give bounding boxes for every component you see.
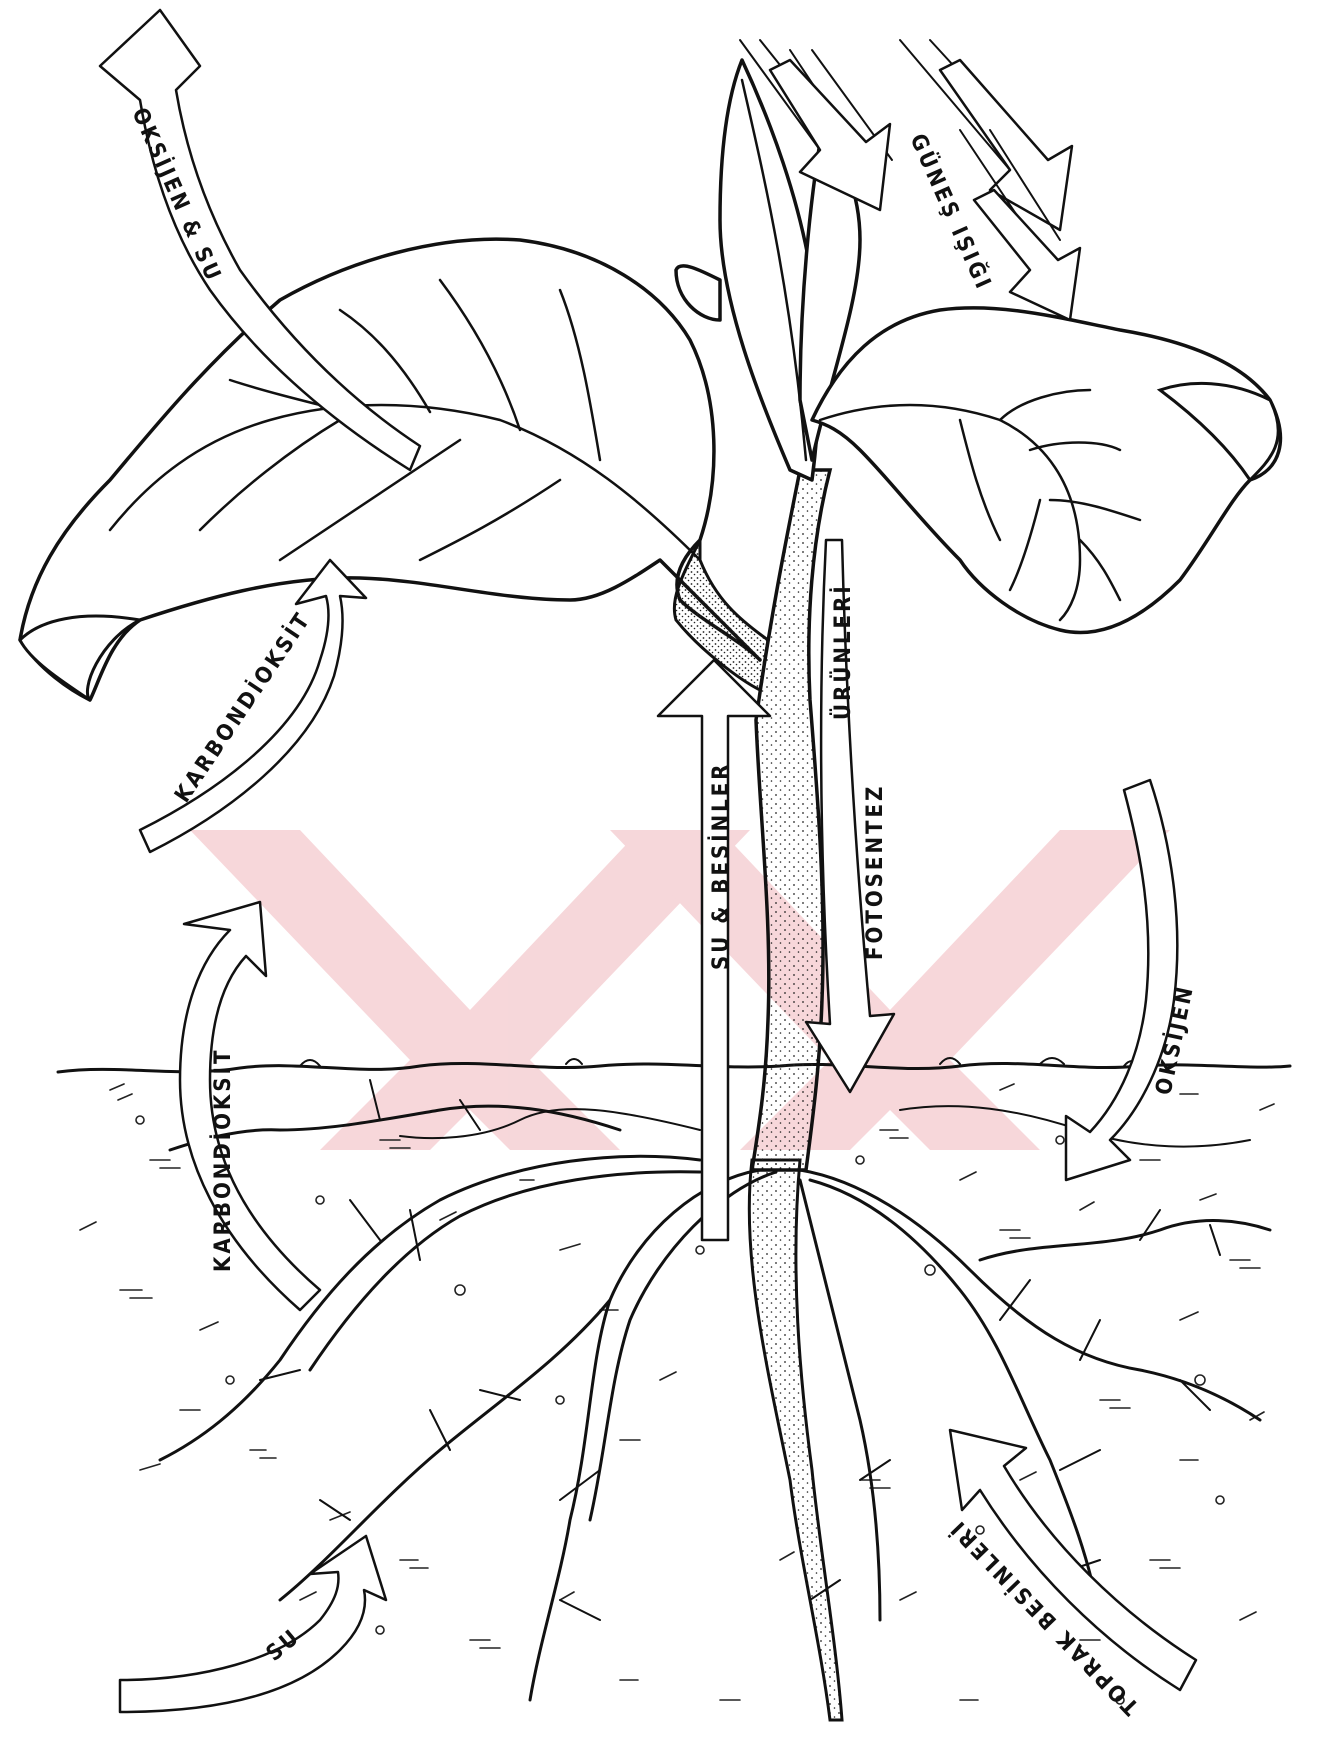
soil-surface	[58, 1058, 1290, 1072]
label-photosynthesis: FOTOSENTEZ	[863, 784, 888, 960]
right-leaf	[812, 308, 1280, 633]
arrow-water-into-soil	[120, 1536, 386, 1712]
arrow-co2-from-soil	[180, 902, 320, 1310]
plant-stem	[752, 470, 830, 1170]
label-co2-soil: KARBONDİOKSİT	[210, 1048, 236, 1272]
label-water-nutrients: SU & BESİNLER	[708, 761, 734, 970]
left-leaf	[20, 239, 768, 700]
watermark-logo	[190, 830, 1170, 1150]
label-products: ÜRÜNLERİ	[830, 583, 856, 720]
